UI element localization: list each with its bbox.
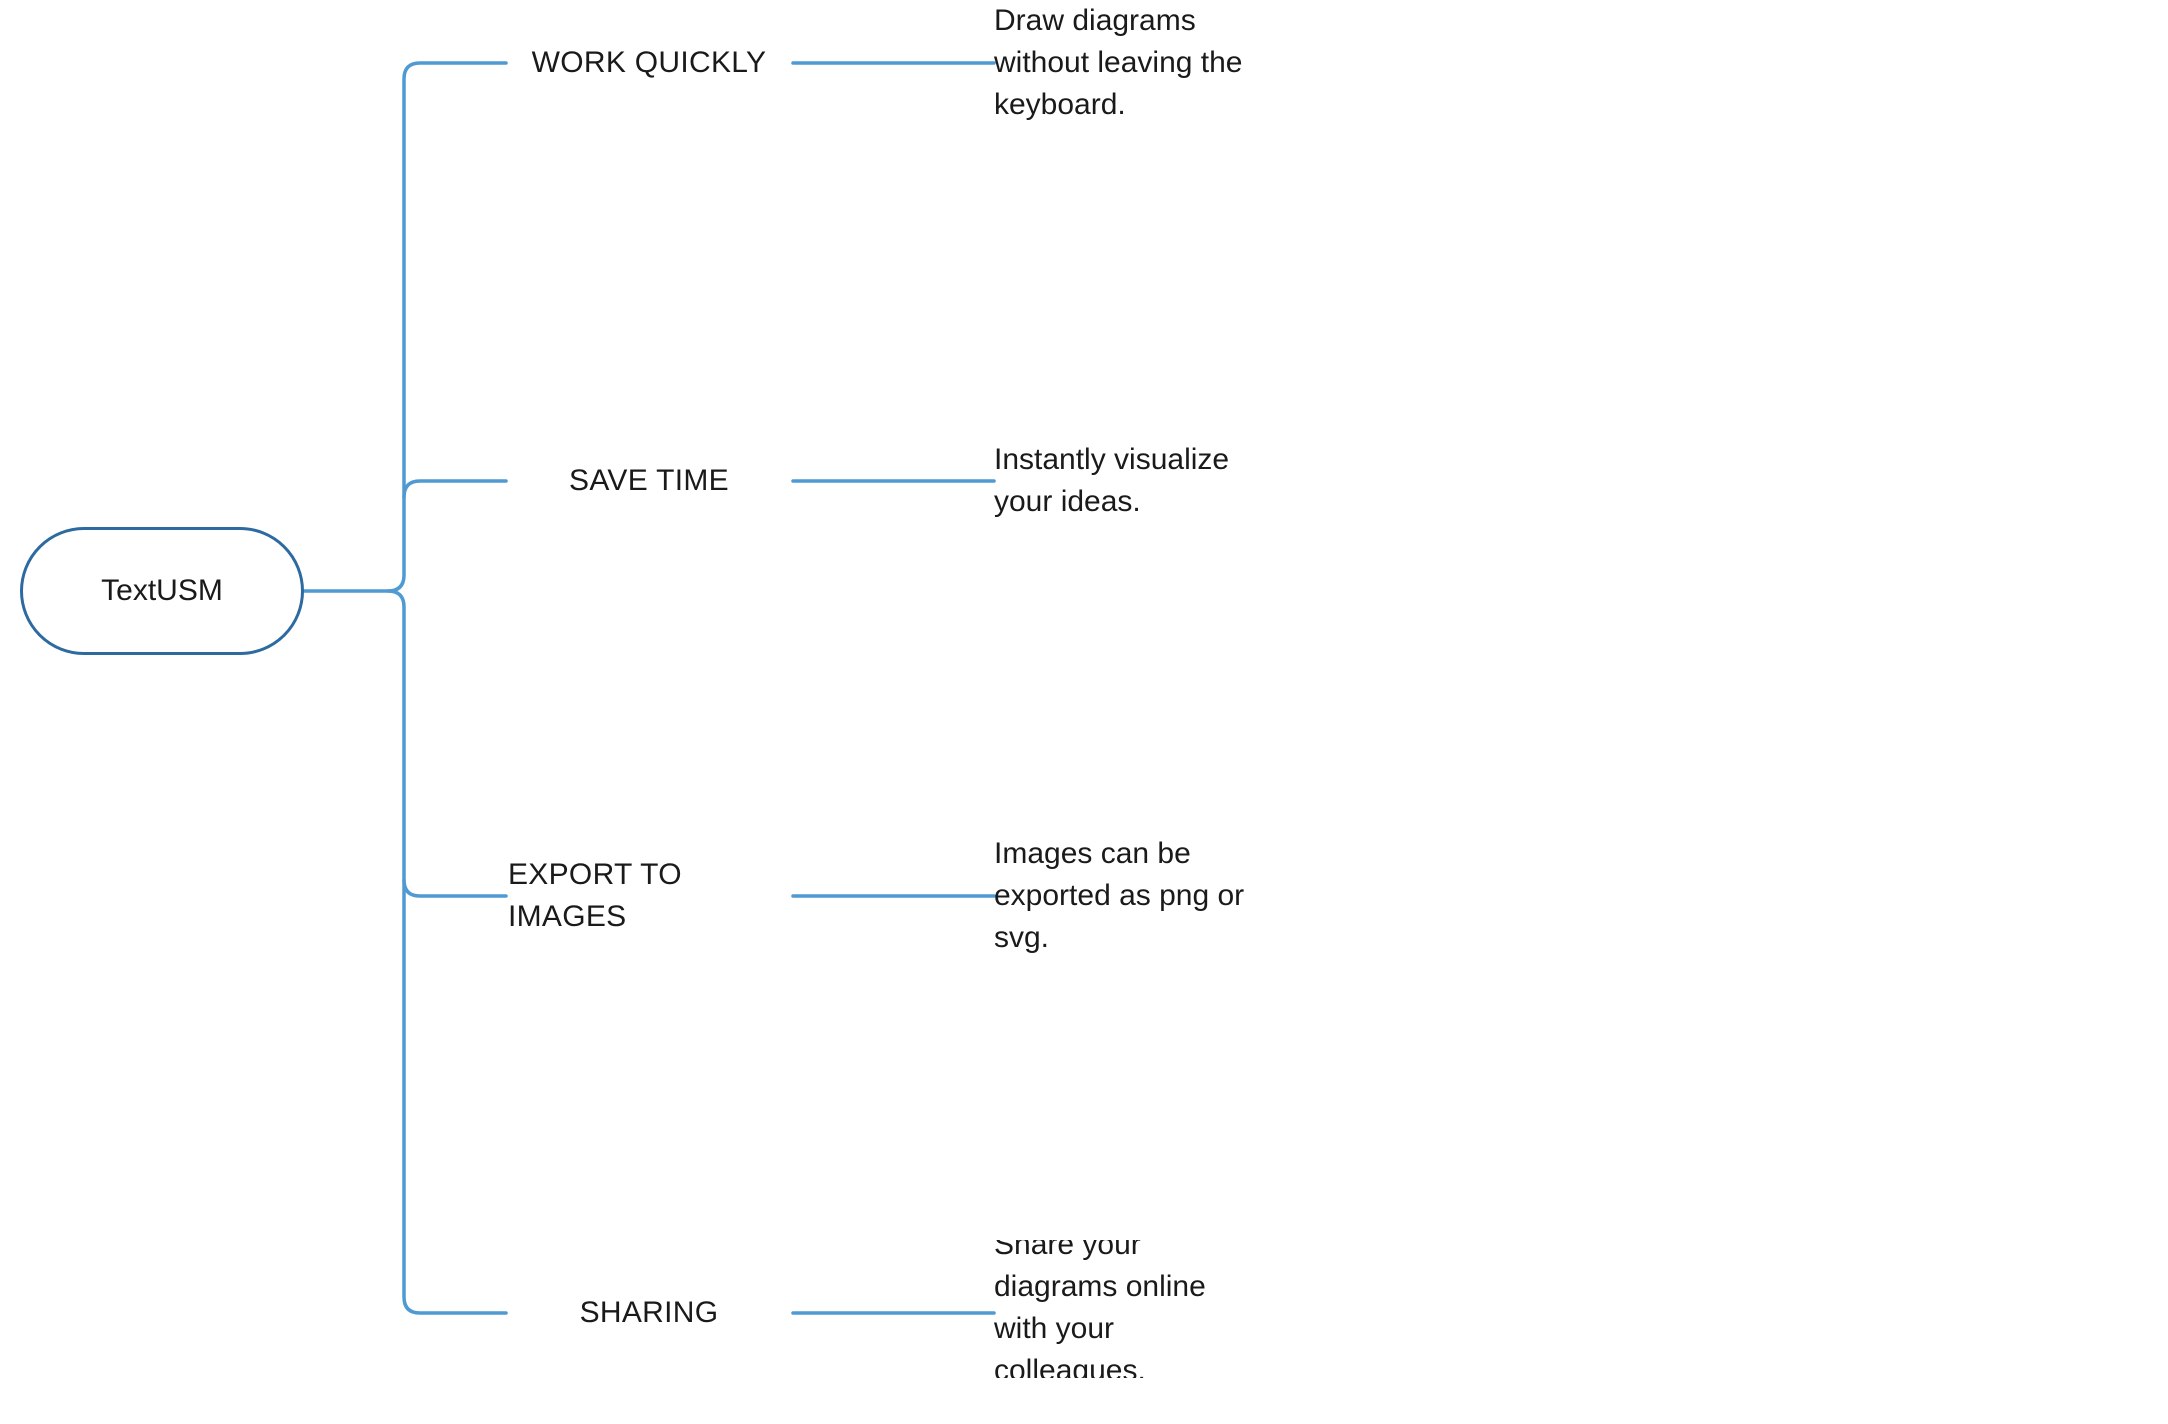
leaf-node-sharing[interactable]: Share your diagrams online with your col… <box>994 1240 1256 1378</box>
root-node[interactable]: TextUSM <box>20 527 304 655</box>
leaf-node-export-to-images[interactable]: Images can be exported as png or svg. <box>994 833 1284 959</box>
branch-node-export-to-images[interactable]: EXPORT TO IMAGES <box>508 854 708 938</box>
branch-label: SHARING <box>579 1296 719 1329</box>
leaf-node-work-quickly[interactable]: Draw diagrams without leaving the keyboa… <box>994 0 1284 126</box>
branch-node-work-quickly[interactable]: WORK QUICKLY <box>508 42 790 84</box>
branch-connector-save-time <box>402 479 508 499</box>
branch-connector-export <box>386 589 508 898</box>
branch-label: WORK QUICKLY <box>531 46 767 79</box>
leaf-label: Instantly visualize your ideas. <box>994 443 1230 518</box>
leaf-node-save-time[interactable]: Instantly visualize your ideas. <box>994 439 1284 523</box>
root-node-label: TextUSM <box>101 574 223 607</box>
branch-label: SAVE TIME <box>569 464 729 497</box>
leaf-label: Draw diagrams without leaving the keyboa… <box>994 4 1243 121</box>
leaf-label: Images can be exported as png or svg. <box>994 837 1245 954</box>
root-connector <box>302 61 508 593</box>
branch-label: EXPORT TO IMAGES <box>508 858 682 933</box>
branch-node-save-time[interactable]: SAVE TIME <box>508 460 790 502</box>
branch-connector-sharing <box>402 878 508 1315</box>
branch-node-sharing[interactable]: SHARING <box>508 1292 790 1334</box>
leaf-label: Share your diagrams online with your col… <box>994 1240 1206 1378</box>
